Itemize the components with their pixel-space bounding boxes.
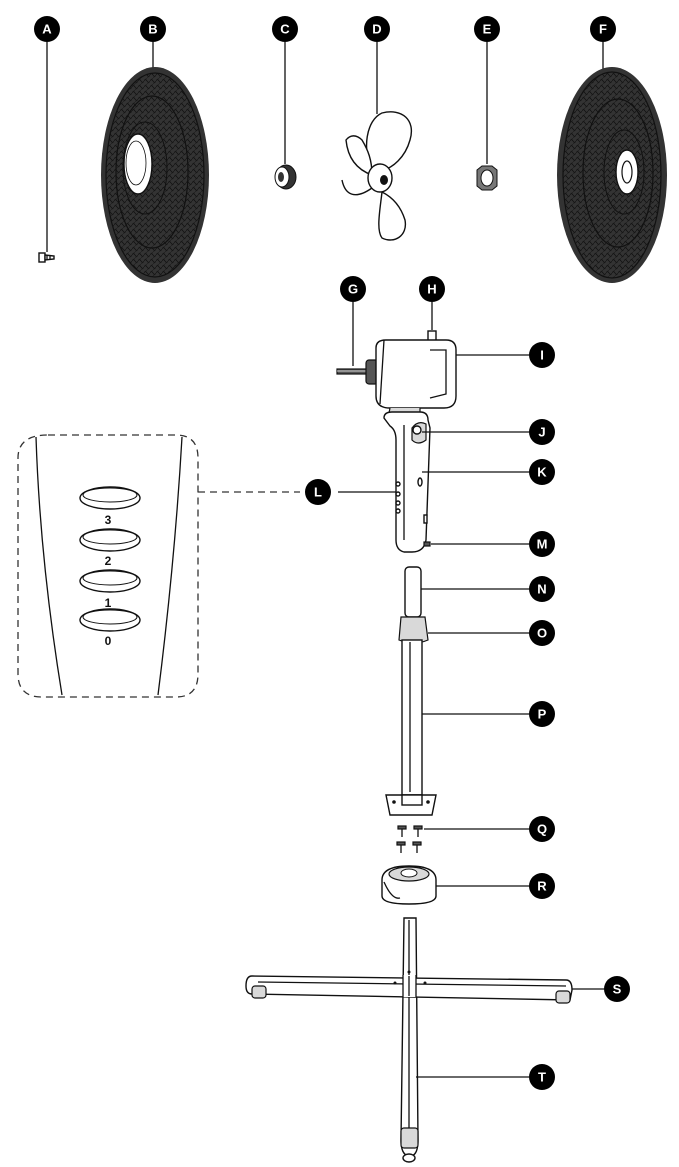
part-b-rear-grille [101, 42, 209, 283]
part-t-base-leg-long [400, 917, 529, 1163]
svg-text:J: J [538, 425, 545, 440]
svg-text:S: S [613, 982, 622, 997]
svg-text:M: M [537, 537, 548, 552]
label-k: K [529, 459, 555, 485]
label-i: I [529, 342, 555, 368]
svg-text:K: K [537, 465, 547, 480]
part-c-spinner [274, 42, 297, 190]
part-a-screw [38, 42, 55, 263]
svg-text:P: P [538, 707, 547, 722]
label-a: A [34, 16, 60, 42]
part-p-outer-pole [385, 639, 529, 816]
part-f-front-grille [557, 42, 667, 283]
part-k-body [383, 411, 431, 553]
label-t: T [529, 1064, 555, 1090]
part-o-collar [398, 616, 529, 644]
label-f: F [590, 16, 616, 42]
svg-text:Q: Q [537, 822, 547, 837]
label-e: E [474, 16, 500, 42]
panel-button-0: 0 [79, 608, 141, 648]
part-h-knob [427, 302, 437, 342]
svg-text:O: O [537, 626, 547, 641]
svg-text:B: B [148, 22, 157, 37]
svg-text:C: C [280, 22, 290, 37]
button-label-1: 1 [105, 596, 112, 610]
button-label-0: 0 [105, 634, 112, 648]
part-s-base-leg-cross [245, 970, 604, 1004]
panel-button-3: 3 [79, 486, 141, 527]
button-label-2: 2 [105, 554, 112, 568]
svg-text:I: I [540, 348, 544, 363]
svg-text:G: G [348, 282, 358, 297]
panel-button-1: 1 [79, 569, 141, 610]
part-i-motor-housing [365, 339, 529, 419]
label-g: G [340, 276, 366, 302]
label-l: L [305, 479, 331, 505]
part-q-screws [396, 825, 529, 853]
svg-text:N: N [537, 582, 546, 597]
svg-text:T: T [538, 1070, 546, 1085]
label-m: M [529, 531, 555, 557]
part-e-blade-nut [476, 42, 498, 191]
svg-text:E: E [483, 22, 492, 37]
label-c: C [272, 16, 298, 42]
control-panel-detail: 3 2 1 0 [17, 434, 396, 698]
svg-text:R: R [537, 879, 547, 894]
label-j: J [529, 419, 555, 445]
svg-text:D: D [372, 22, 381, 37]
svg-text:H: H [427, 282, 436, 297]
button-label-3: 3 [105, 513, 112, 527]
label-o: O [529, 620, 555, 646]
label-r: R [529, 873, 555, 899]
part-d-fan-blade [341, 42, 413, 241]
label-n: N [529, 576, 555, 602]
part-n-inner-pole [404, 566, 529, 618]
svg-text:F: F [599, 22, 607, 37]
panel-button-2: 2 [79, 528, 141, 568]
part-g-shaft [336, 302, 370, 375]
label-p: P [529, 701, 555, 727]
label-d: D [364, 16, 390, 42]
label-s: S [604, 976, 630, 1002]
svg-text:A: A [42, 22, 52, 37]
part-r-base-cap [381, 865, 529, 905]
label-q: Q [529, 816, 555, 842]
label-b: B [140, 16, 166, 42]
label-h: H [419, 276, 445, 302]
svg-text:L: L [314, 485, 322, 500]
